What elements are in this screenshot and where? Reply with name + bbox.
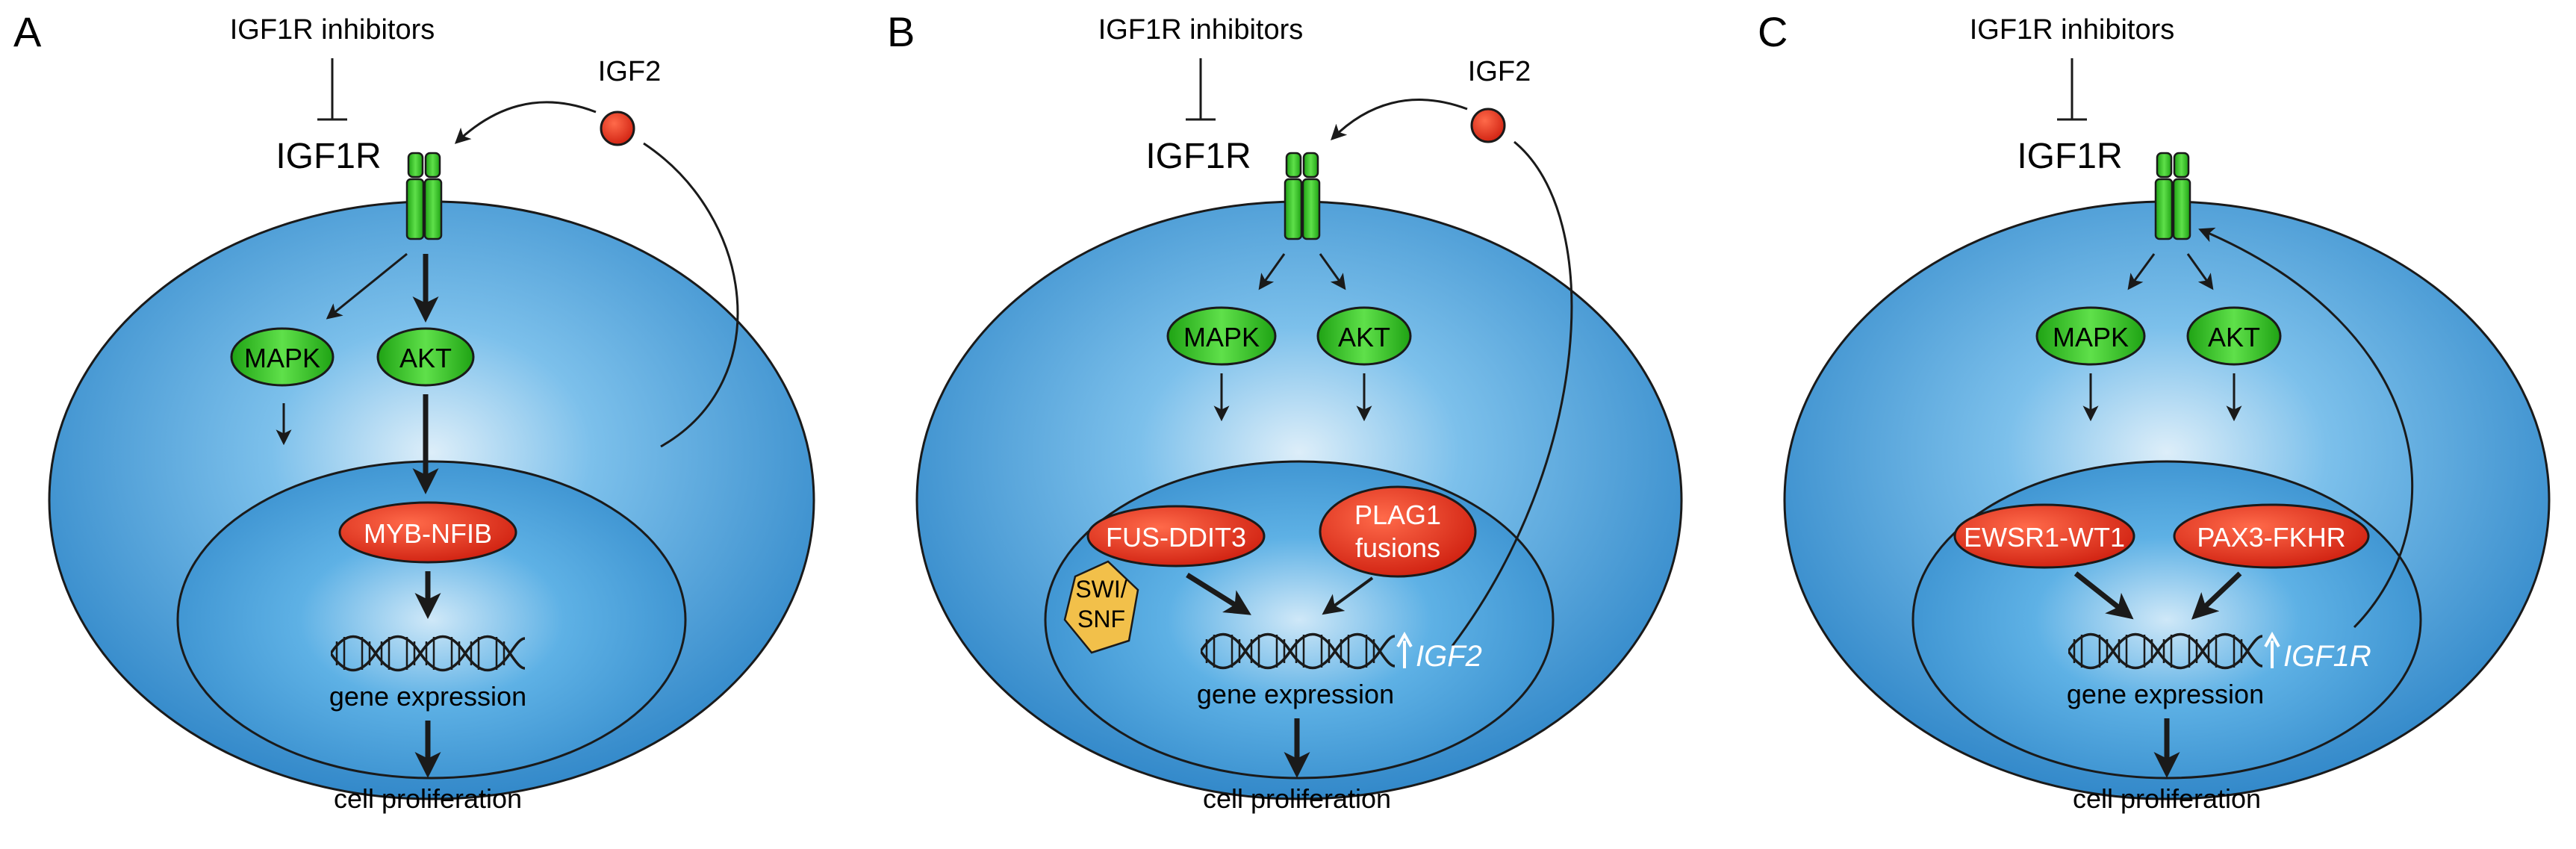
kinase-label: MAPK: [2053, 322, 2129, 352]
inhibitor-label: IGF1R inhibitors: [230, 14, 435, 46]
panel-letter: B: [887, 8, 915, 55]
arrow-plag1-to-dna: [1322, 576, 1374, 615]
kinase-mapk: MAPK: [230, 327, 335, 387]
inhibition-line: [2057, 58, 2087, 121]
kinase-label: AKT: [1338, 322, 1390, 352]
arrow-to-mapk: [1258, 253, 1286, 290]
ligand-arrow: [454, 101, 597, 144]
inhibitor-label: IGF1R inhibitors: [1970, 14, 2175, 46]
autocrine-loop: [643, 142, 739, 448]
receptor-label: IGF1R: [2017, 137, 2122, 176]
swi-snf-complex: SWI/ SNF: [1063, 560, 1139, 654]
kinase-mapk: MAPK: [1166, 306, 1277, 366]
swi-snf-label: SWI/: [1075, 576, 1127, 603]
fusion-label: EWSR1-WT1: [1964, 522, 2125, 553]
fusion-label: fusions: [1355, 532, 1440, 563]
kinase-mapk: MAPK: [2035, 306, 2146, 366]
arrow-pax3-to-dna: [2191, 571, 2242, 620]
fusion-label: PAX3-FKHR: [2197, 522, 2345, 553]
kinase-label: MAPK: [1183, 322, 1260, 352]
receptor-icon: [1284, 152, 1321, 240]
fusion-label: MYB-NFIB: [364, 518, 492, 549]
arrow-fus-ddit3-to-dna: [1186, 573, 1251, 615]
fusion-plag1: PLAG1 fusions: [1319, 485, 1477, 578]
ligand-arrow: [1331, 99, 1468, 140]
gene-expression-label: gene expression: [1197, 679, 1394, 709]
receptor-icon: [2154, 152, 2191, 240]
panel-c: C IGF1R inhibitors IGF1R MAPK AKT EWSR1-…: [1758, 8, 2551, 814]
fusion-label: PLAG1: [1354, 500, 1441, 530]
receptor-icon: [405, 152, 443, 240]
receptor-label: IGF1R: [1145, 137, 1251, 176]
fusion-ewsr1-wt1: EWSR1-WT1: [1953, 503, 2135, 569]
proliferation-label: cell proliferation: [1203, 783, 1391, 814]
fusion-fus-ddit3: FUS-DDIT3: [1086, 505, 1266, 567]
panel-letter: C: [1758, 8, 1788, 55]
fusion-label: FUS-DDIT3: [1106, 522, 1246, 553]
nucleus: [176, 460, 687, 780]
upregulation-arrow-icon: [2264, 631, 2280, 668]
proliferation-label: cell proliferation: [2073, 783, 2261, 814]
upregulation-arrow-icon: [1396, 631, 1413, 668]
kinase-label: MAPK: [244, 343, 320, 373]
ligand-label: IGF2: [598, 56, 661, 87]
gene-expression-label: gene expression: [329, 681, 526, 712]
inhibitor-label: IGF1R inhibitors: [1098, 14, 1304, 46]
kinase-label: AKT: [2208, 322, 2260, 352]
arrow-to-mapk: [2127, 253, 2156, 290]
ligand-icon: [1470, 108, 1506, 143]
panel-b: B IGF1R inhibitors IGF1R IGF2 MAPK AKT: [887, 8, 1683, 814]
inhibition-line: [1186, 58, 1216, 121]
fusion-myb-nfib: MYB-NFIB: [338, 501, 517, 564]
arrow-to-akt: [1319, 253, 1346, 290]
upregulated-gene-label: IGF2: [1416, 640, 1482, 673]
upregulated-gene-label: IGF1R: [2283, 640, 2371, 673]
arrow-to-mapk: [326, 252, 408, 320]
gene-expression-label: gene expression: [2067, 679, 2264, 709]
inhibition-line: [317, 58, 347, 121]
ligand-icon: [600, 111, 635, 146]
panel-a: A IGF1R inhibitors IGF1R IGF2 MAPK AKT: [13, 8, 815, 814]
receptor-label: IGF1R: [276, 137, 381, 176]
arrow-ewsr1-to-dna: [2073, 571, 2134, 620]
kinase-akt: AKT: [1316, 306, 1412, 366]
kinase-label: AKT: [399, 343, 452, 373]
ligand-label: IGF2: [1468, 56, 1531, 87]
kinase-akt: AKT: [376, 327, 475, 387]
fusion-pax3-fkhr: PAX3-FKHR: [2173, 503, 2370, 569]
arrow-to-akt: [2186, 253, 2214, 290]
autocrine-loop: [1451, 140, 1573, 647]
panel-letter: A: [13, 8, 42, 55]
feedback-arrow: [2198, 227, 2414, 629]
proliferation-label: cell proliferation: [334, 783, 522, 814]
kinase-akt: AKT: [2186, 306, 2282, 366]
swi-snf-label: SNF: [1077, 606, 1125, 632]
